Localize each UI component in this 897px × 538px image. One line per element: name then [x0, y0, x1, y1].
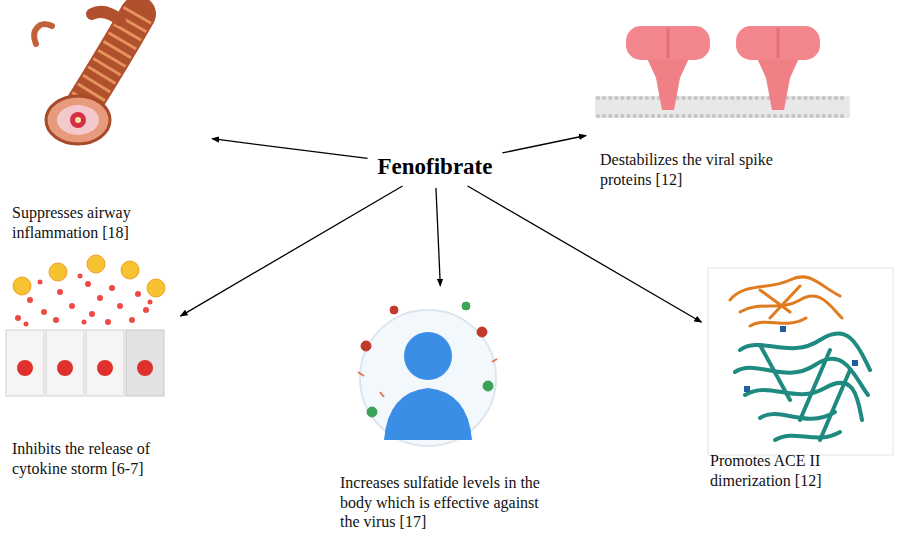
arrow-connector [180, 186, 402, 316]
arrow-connector [502, 135, 586, 152]
effect-caption: Promotes ACE II dimerization [12] [710, 451, 860, 490]
effect-panel: Promotes ACE II dimerization [12] [705, 265, 895, 494]
ace-protein-illustration [708, 268, 893, 455]
effect-caption: Inhibits the release of cytokine storm [… [12, 439, 162, 478]
effect-panel: Suppresses airway inflammation [18] [8, 5, 208, 246]
arrow-connector [436, 188, 440, 286]
effect-caption: Suppresses airway inflammation [18] [12, 203, 172, 242]
spike-protein-illustration [595, 26, 850, 118]
effect-caption: Destabilizes the viral spike proteins [1… [600, 150, 795, 189]
airway-illustration [34, 12, 138, 144]
drug-label-box: Fenofibrate [372, 150, 499, 184]
arrow-connector [468, 186, 702, 322]
effect-caption: Increases sulfatide levels in the body w… [340, 473, 545, 532]
effect-panel: Inhibits the release of cytokine storm [… [5, 255, 177, 482]
cytokine-illustration [6, 255, 165, 396]
person-illustration [358, 302, 497, 446]
effect-panel: Destabilizes the viral spike proteins [1… [590, 20, 860, 193]
arrow-connector [212, 139, 368, 159]
effect-panel: Increases sulfatide levels in the body w… [335, 290, 557, 536]
drug-name: Fenofibrate [372, 150, 499, 184]
